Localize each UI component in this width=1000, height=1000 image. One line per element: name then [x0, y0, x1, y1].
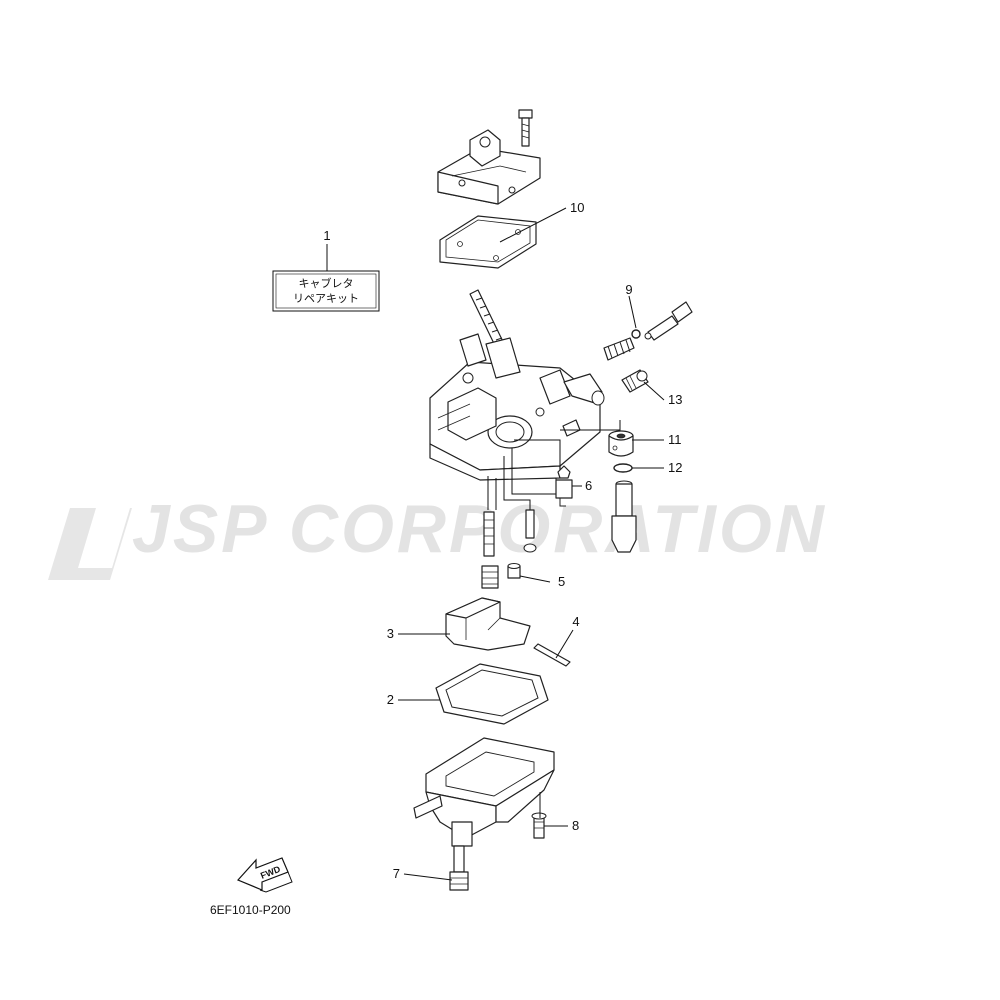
top-cover-plate	[437, 129, 541, 205]
reference-code: 6EF1010-P200	[210, 903, 291, 917]
callout-7: 7	[393, 866, 400, 881]
callout-6: 6	[585, 478, 592, 493]
part-1-repair-kit-label: キャブレタ リペアキット	[272, 270, 380, 312]
choke-lever	[563, 373, 605, 406]
idle-adjust-screw	[644, 301, 693, 341]
part-5-main-jet	[507, 563, 521, 579]
kit-label-line2: リペアキット	[293, 292, 359, 305]
float-chamber	[413, 737, 555, 847]
part-2-chamber-gasket	[435, 663, 549, 725]
part-9-o-ring	[631, 329, 641, 339]
callout-13: 13	[668, 392, 682, 407]
main-jet-holder	[481, 565, 499, 589]
part-12-o-ring	[613, 463, 633, 473]
callout-2: 2	[387, 692, 394, 707]
main-nozzle	[483, 511, 495, 557]
part-8-bolt	[531, 812, 547, 839]
top-screw	[518, 109, 533, 147]
part-11-cap	[608, 430, 634, 457]
part-10-gasket	[439, 215, 537, 269]
callout-5: 5	[558, 574, 565, 589]
callout-11: 11	[668, 432, 682, 447]
watermark-text: JSP CORPORATION	[132, 491, 827, 567]
kit-label-line1: キャブレタ	[299, 276, 354, 290]
callout-8: 8	[572, 818, 579, 833]
carburetor-body	[429, 333, 601, 481]
part-7-drain-screw	[449, 845, 469, 891]
callout-4: 4	[572, 614, 579, 629]
part-6-needle-valve	[555, 465, 573, 507]
callout-9: 9	[625, 282, 632, 297]
throttle-spring	[603, 337, 635, 361]
jsp-logo-mark	[48, 508, 132, 580]
callout-3: 3	[387, 626, 394, 641]
callout-10: 10	[570, 200, 584, 215]
callout-labels: 1 2 3 4 5 6 7 8 9 10 11 12 13	[323, 200, 682, 881]
part-3-float	[445, 597, 531, 651]
part-4-float-pin	[533, 643, 571, 667]
fuel-inlet-tube	[611, 480, 637, 553]
watermark: JSP CORPORATION	[48, 491, 827, 580]
part-13-hose-fitting	[621, 369, 649, 393]
fwd-arrow-icon: FWD	[236, 857, 293, 893]
slow-jet	[523, 509, 537, 553]
callout-12: 12	[668, 460, 682, 475]
callout-leaders	[326, 207, 665, 881]
callout-1: 1	[323, 228, 330, 243]
